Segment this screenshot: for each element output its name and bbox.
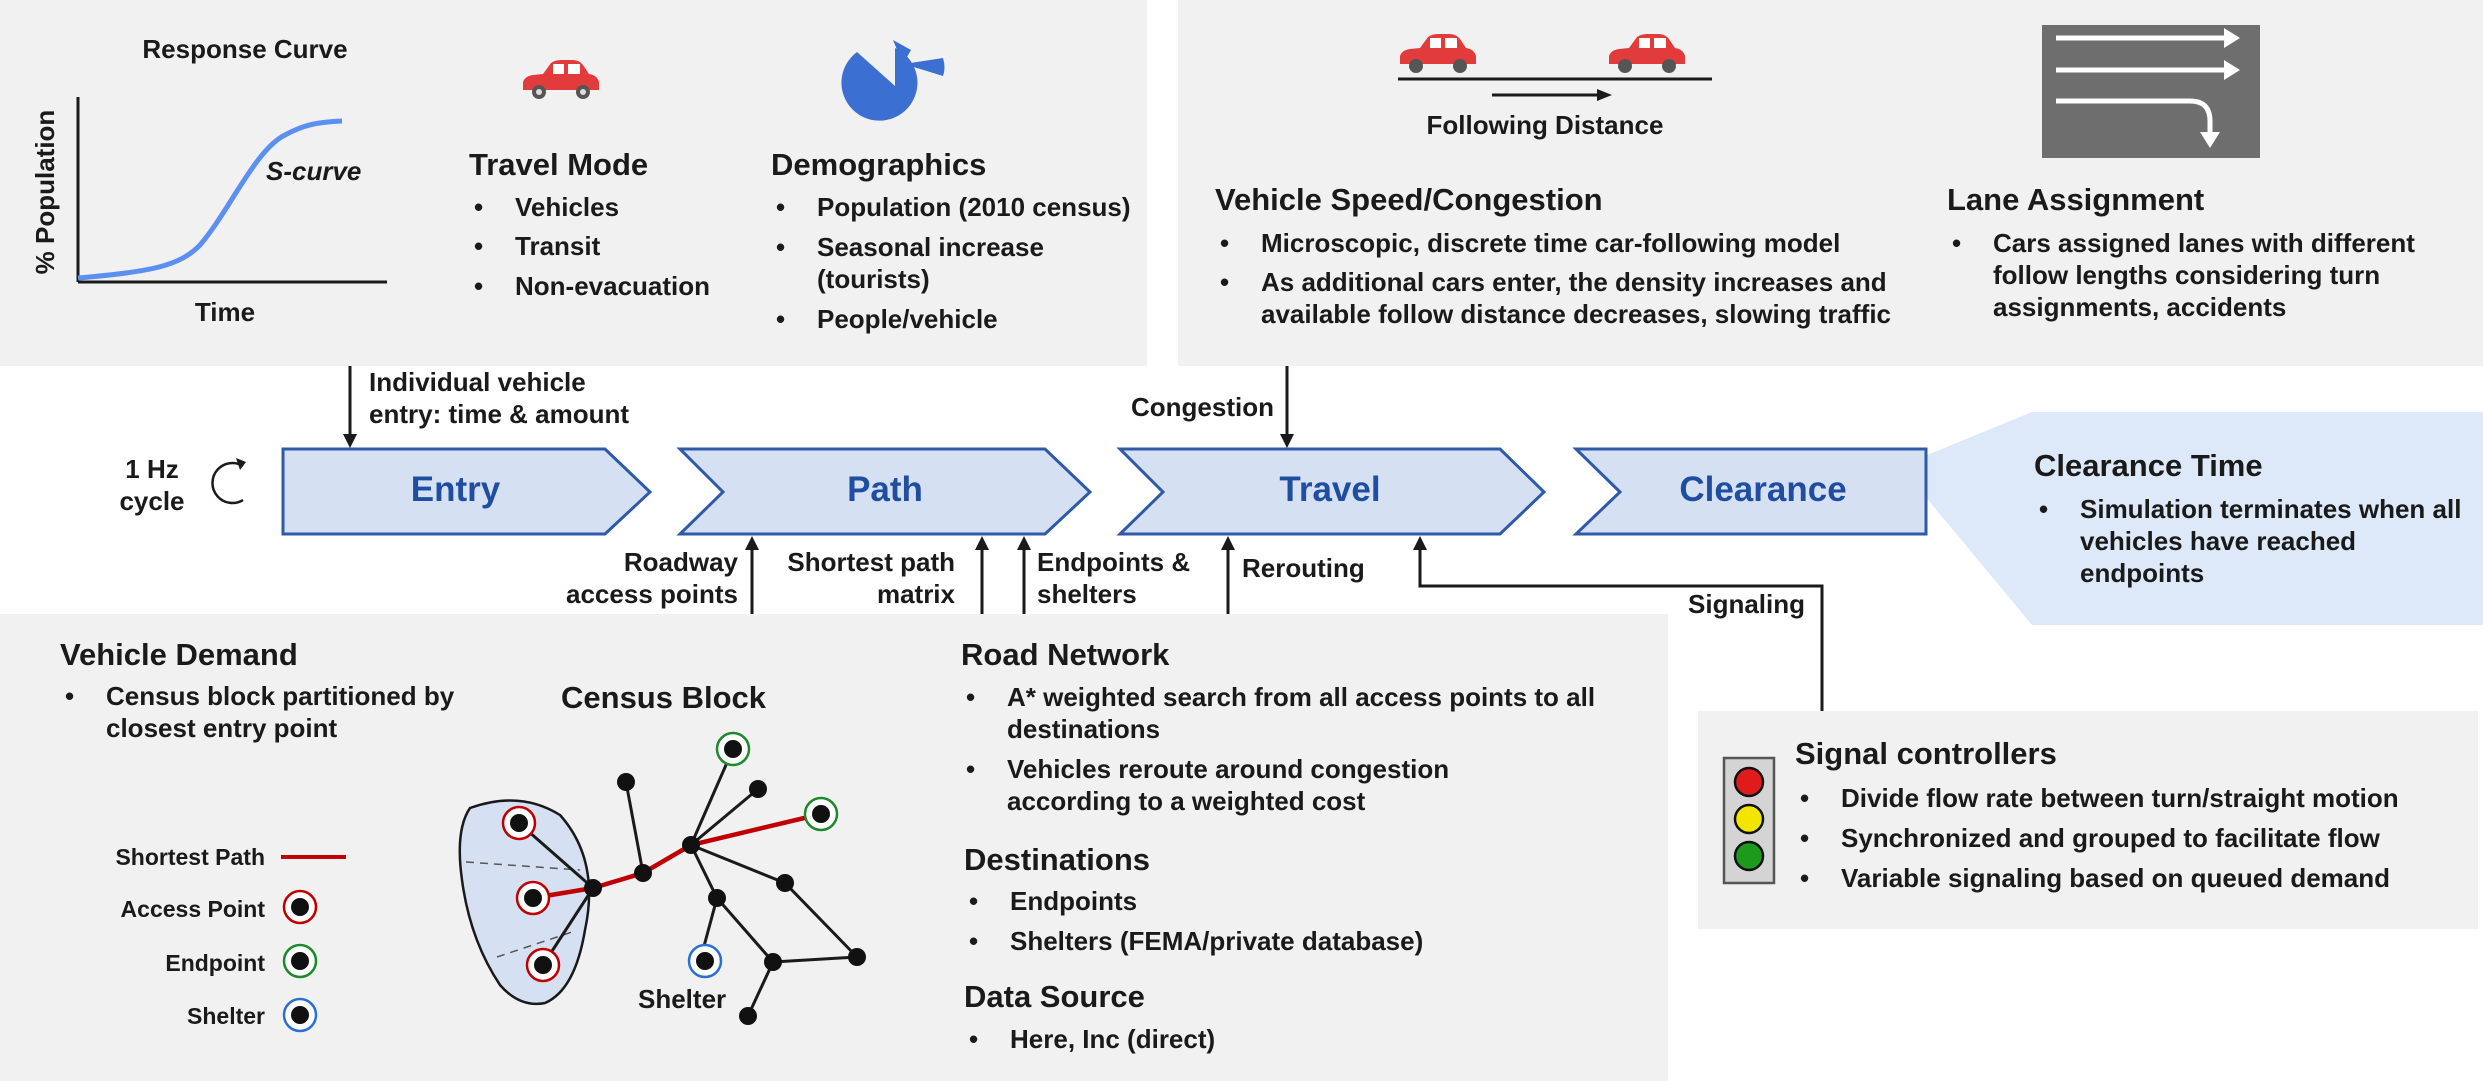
clearance-time-title: Clearance Time xyxy=(2034,448,2263,483)
stage-clearance-shape xyxy=(1572,447,1928,536)
road-network-title: Road Network xyxy=(961,637,1170,672)
car-icon xyxy=(1609,34,1685,73)
road-network-item: A* weighted search from all access point… xyxy=(962,681,1627,745)
data-source-item: Here, Inc (direct) xyxy=(965,1023,1610,1055)
stage-entry-shape xyxy=(281,447,653,536)
congestion-label: Congestion xyxy=(1131,392,1274,422)
following-distance-graphic xyxy=(1398,34,1712,101)
stage-path-shape xyxy=(676,447,1093,536)
demographics-item: Seasonal increase (tourists) xyxy=(772,231,1117,295)
destinations-title: Destinations xyxy=(964,842,1151,877)
graph-nodes xyxy=(501,731,866,1025)
destinations-item: Endpoints xyxy=(965,885,1610,917)
response-curve-axes xyxy=(76,97,387,284)
travel-mode-item: Transit xyxy=(470,230,600,262)
vehicle-demand-item: Census block partitioned by closest entr… xyxy=(61,680,536,744)
legend-access-point: Access Point xyxy=(120,896,265,922)
data-source-title: Data Source xyxy=(964,979,1145,1014)
road-network-item: Vehicles reroute around congestion accor… xyxy=(962,753,1567,817)
cycle-label: 1 Hz cycle xyxy=(119,454,185,516)
entry-note: Individual vehicle entry: time & amount xyxy=(369,367,630,429)
stage-path: Path xyxy=(847,470,923,509)
s-curve-line xyxy=(77,118,343,281)
stage-travel-shape xyxy=(1116,447,1547,536)
following-distance-label: Following Distance xyxy=(1426,110,1664,140)
response-curve-title: Response Curve xyxy=(142,34,348,64)
signal-item: Variable signaling based on queued deman… xyxy=(1796,862,2483,894)
shortest-matrix-label: Shortest path matrix xyxy=(787,547,955,609)
response-curve-xlabel: Time xyxy=(194,297,256,327)
vehicle-demand-title: Vehicle Demand xyxy=(60,637,298,672)
connector-arrows xyxy=(343,366,1824,711)
legend-shelter: Shelter xyxy=(187,1003,265,1029)
travel-mode-item: Non-evacuation xyxy=(470,270,710,302)
roadway-label: Roadway access points xyxy=(566,547,738,609)
stage-clearance: Clearance xyxy=(1679,470,1847,509)
clearance-time-item: Simulation terminates when all vehicles … xyxy=(2035,493,2480,589)
destinations-item: Shelters (FEMA/private database) xyxy=(965,925,1610,957)
endpoints-shelters-label: Endpoints & shelters xyxy=(1037,547,1191,609)
pie-icon xyxy=(841,40,945,121)
lane-assignment-title: Lane Assignment xyxy=(1947,182,2205,217)
vehicle-speed-item: As additional cars enter, the density in… xyxy=(1216,266,1961,330)
vehicle-speed-title: Vehicle Speed/Congestion xyxy=(1215,182,1603,217)
travel-mode-title: Travel Mode xyxy=(469,147,649,182)
vehicle-speed-item: Microscopic, discrete time car-following… xyxy=(1216,227,1951,259)
census-block-graph xyxy=(458,731,866,1025)
lane-icon xyxy=(2042,25,2260,158)
pipeline-stages xyxy=(281,447,1928,536)
traffic-light-icon xyxy=(1722,756,1776,885)
shelter-node-label: Shelter xyxy=(638,984,727,1014)
s-curve-label: S-curve xyxy=(266,156,362,186)
legend-endpoint: Endpoint xyxy=(165,950,265,976)
car-icon xyxy=(523,60,599,99)
response-curve-ylabel: % Population xyxy=(30,109,60,275)
legend-markers xyxy=(281,855,346,1033)
car-icon xyxy=(1400,34,1476,73)
demographics-item: Population (2010 census) xyxy=(772,191,1177,223)
census-block-title: Census Block xyxy=(561,680,767,715)
rerouting-label: Rerouting xyxy=(1242,553,1365,583)
legend-shortest-path: Shortest Path xyxy=(115,844,265,870)
signal-item: Synchronized and grouped to facilitate f… xyxy=(1796,822,2483,854)
travel-mode-item: Vehicles xyxy=(470,191,619,223)
stage-travel: Travel xyxy=(1279,470,1381,509)
cycle-arrow xyxy=(211,461,244,505)
signaling-label: Signaling xyxy=(1688,589,1805,619)
signal-title: Signal controllers xyxy=(1795,736,2057,771)
lane-assignment-item: Cars assigned lanes with different follo… xyxy=(1948,227,2463,323)
demographics-title: Demographics xyxy=(771,147,987,182)
signal-item: Divide flow rate between turn/straight m… xyxy=(1796,782,2483,814)
demographics-item: People/vehicle xyxy=(772,303,1117,335)
stage-entry: Entry xyxy=(410,470,501,509)
